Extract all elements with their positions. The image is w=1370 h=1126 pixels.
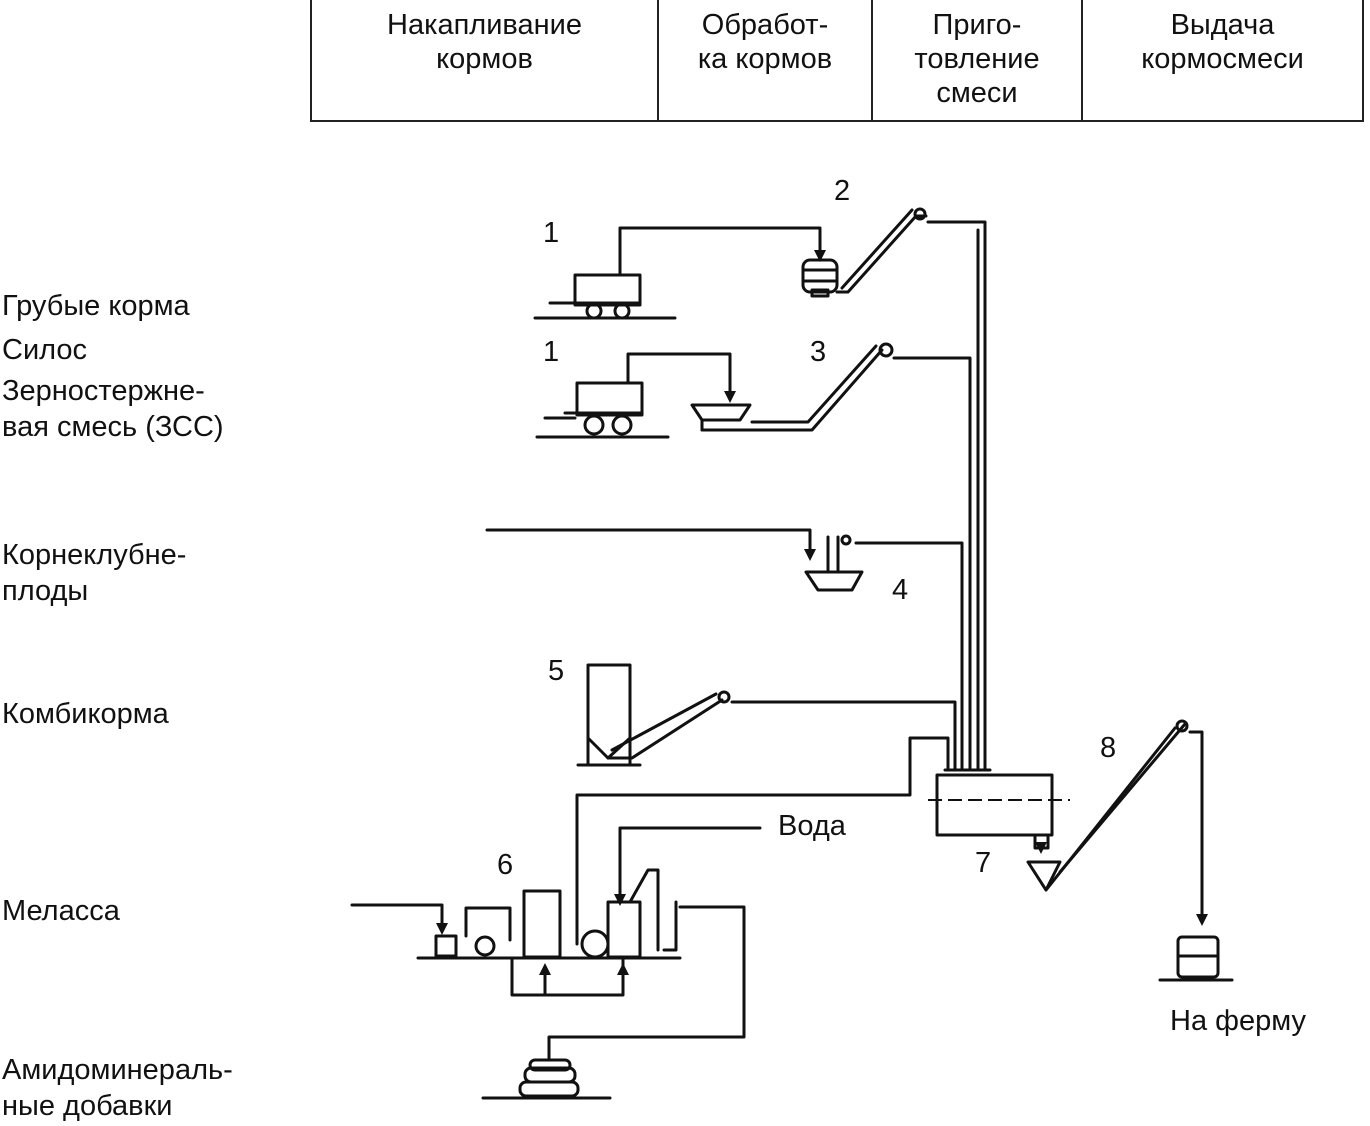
pump-icon: [434, 934, 458, 958]
wagon-1-bottom: [563, 381, 644, 436]
stage-processing: Обработ- ка кормов: [659, 0, 873, 120]
washer-4-icon: [804, 534, 864, 592]
arrow-down-icon: [614, 894, 626, 906]
number-6: 6: [497, 849, 514, 881]
number-2: 2: [834, 175, 851, 207]
inclined-conveyor-2: [835, 214, 928, 294]
label-compound-feed: Комбикорма: [2, 698, 169, 730]
hopper-3-icon: [690, 403, 752, 432]
label-grain-mix: Зерностержне- вая смесь (ЗСС): [2, 375, 224, 443]
stage-accumulation: Накапливание кормов: [312, 0, 659, 120]
additive-bags-icon: [481, 1058, 612, 1100]
water-inlet-line: [908, 736, 950, 772]
arrow-down-icon: [1196, 914, 1208, 926]
number-1-top: 1: [543, 217, 560, 249]
feed-line-4: [485, 528, 812, 554]
wagon-1-top: [548, 273, 642, 320]
bunker-5-icon: [576, 663, 642, 767]
pump-circle-icon: [474, 935, 496, 957]
label-additives: Амидоминераль- ные добавки: [2, 1054, 233, 1122]
stage-dispensing: Выдача кормосмеси: [1141, 9, 1304, 75]
inclined-conveyor-5: [606, 698, 724, 760]
farm-wagon-icon: [1158, 935, 1234, 982]
arrow-down-icon: [804, 549, 816, 561]
additives-line: [547, 905, 746, 1062]
feed-line-1: [618, 226, 822, 275]
arrow-down-icon: [814, 250, 826, 262]
transport-line-4: [854, 541, 964, 772]
silage-line: [535, 228, 980, 772]
number-1-bottom: 1: [543, 336, 560, 368]
transport-line-3: [892, 356, 972, 772]
number-7: 7: [975, 847, 992, 879]
mixer-pump-icon: [580, 929, 610, 959]
number-3: 3: [810, 336, 827, 368]
inclined-conveyor-3: [700, 348, 884, 432]
number-8: 8: [1100, 732, 1117, 764]
hopper-8-icon: [1026, 860, 1062, 892]
label-silage: Силос: [2, 334, 88, 366]
stage-header-table: Накапливание кормов Обработ- ка кормов П…: [310, 0, 1364, 122]
transport-line-5: [730, 700, 957, 772]
output-conveyor-8: [1026, 719, 1234, 982]
rough-feed-line: [533, 207, 987, 772]
number-4: 4: [892, 574, 909, 606]
tank-1-icon: [522, 889, 562, 959]
label-rough-feed: Грубые корма: [2, 290, 190, 322]
label-root-crops: Корнеклубне- плоды: [2, 539, 187, 607]
label-to-farm: На ферму: [1170, 1005, 1307, 1037]
arrow-down-icon: [436, 923, 448, 935]
water-line: [618, 826, 762, 904]
compound-feed-line: [576, 663, 957, 772]
arrow-up-icon: [617, 963, 629, 975]
number-5: 5: [548, 655, 565, 687]
stage-mixing: Приго- товление смеси: [873, 0, 1083, 120]
mixer-7-icon: [928, 768, 1070, 854]
molasses-to-mixer-line: [575, 768, 912, 946]
arrow-down-icon: [724, 391, 736, 403]
crusher-2-icon: [801, 258, 839, 298]
arrow-down-icon: [1035, 842, 1047, 854]
label-molasses: Меласса: [2, 895, 120, 927]
feed-line-3: [626, 352, 732, 398]
root-crops-line: [485, 528, 964, 772]
tank-2-icon: [606, 900, 642, 959]
molasses-unit-6: [350, 768, 912, 1062]
transport-line-2: [926, 220, 987, 772]
label-water: Вода: [778, 810, 846, 842]
transport-line-8: [1188, 730, 1204, 922]
molasses-inlet-line: [350, 903, 444, 930]
